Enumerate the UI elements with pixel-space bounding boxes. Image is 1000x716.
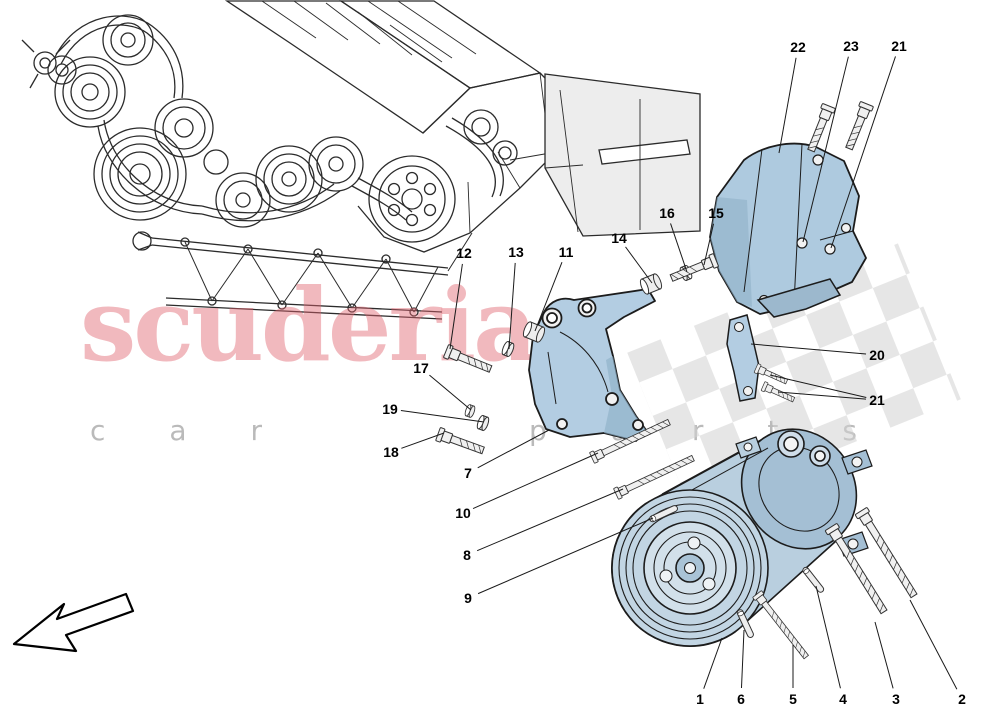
callout-22: 22 (778, 39, 806, 154)
callout-number: 6 (737, 691, 745, 707)
callout-21: 21 (830, 38, 907, 249)
callout-9: 9 (464, 517, 654, 606)
bolt-15 (668, 253, 720, 285)
compressor-pulley (611, 489, 769, 647)
callout-number: 20 (869, 347, 885, 363)
direction-arrow (12, 592, 135, 653)
callout-number: 17 (413, 360, 429, 376)
callout-16: 16 (659, 205, 688, 273)
callout-1: 1 (696, 637, 723, 707)
callout-number: 11 (559, 244, 574, 260)
checkered-flag-watermark (627, 243, 961, 509)
callout-6: 6 (737, 629, 745, 707)
callout-number: 13 (508, 244, 524, 260)
callout-21: 21 (769, 374, 885, 408)
callout-8: 8 (463, 488, 624, 563)
callout-18: 18 (383, 432, 445, 460)
mounting-bracket-part (528, 288, 656, 442)
callout-7: 7 (464, 429, 550, 481)
ac-compressor-part (611, 428, 873, 647)
callout-3: 3 (874, 621, 900, 707)
callout-number: 15 (708, 205, 724, 221)
callout-19: 19 (382, 401, 485, 423)
callout-number: 9 (464, 590, 472, 606)
callout-2: 2 (909, 599, 966, 707)
subframe-lattice (132, 231, 473, 320)
callout-number: 21 (869, 392, 885, 408)
callout-4: 4 (815, 585, 847, 707)
callout-number: 4 (839, 691, 847, 707)
callout-10: 10 (455, 452, 599, 521)
callout-23: 23 (802, 38, 859, 243)
callout-17: 17 (413, 360, 472, 411)
callout-number: 12 (456, 245, 472, 261)
engine-heat-panel (544, 73, 701, 237)
bolt-21-top (842, 100, 874, 152)
callout-number: 1 (696, 691, 704, 707)
callout-14: 14 (611, 230, 653, 284)
watermark-brand-text: scuderia (80, 266, 536, 384)
callout-11: 11 (534, 244, 574, 332)
callout-number: 19 (382, 401, 398, 417)
pin-4 (801, 565, 826, 594)
drive-belts (54, 15, 413, 222)
callout-number: 2 (958, 691, 966, 707)
callout-20: 20 (750, 343, 885, 363)
bolt-5 (752, 590, 812, 661)
engine-assembly (21, 0, 701, 320)
callout-13: 13 (508, 244, 524, 350)
callout-number: 21 (891, 38, 907, 54)
callout-number: 3 (892, 691, 900, 707)
callout-number: 8 (463, 547, 471, 563)
callout-12: 12 (449, 245, 472, 350)
callout-number: 10 (455, 505, 471, 521)
callout-number: 23 (843, 38, 859, 54)
callout-5: 5 (789, 645, 797, 707)
callout-15: 15 (703, 205, 724, 266)
callout-number: 16 (659, 205, 675, 221)
callout-number: 14 (611, 230, 627, 246)
heat-shield-part (709, 142, 867, 318)
callout-number: 22 (790, 39, 806, 55)
link-bracket-part (726, 314, 760, 402)
callout-number: 5 (789, 691, 797, 707)
callout-number: 7 (464, 465, 472, 481)
callout-number: 18 (383, 444, 399, 460)
pulley-set (47, 14, 456, 243)
